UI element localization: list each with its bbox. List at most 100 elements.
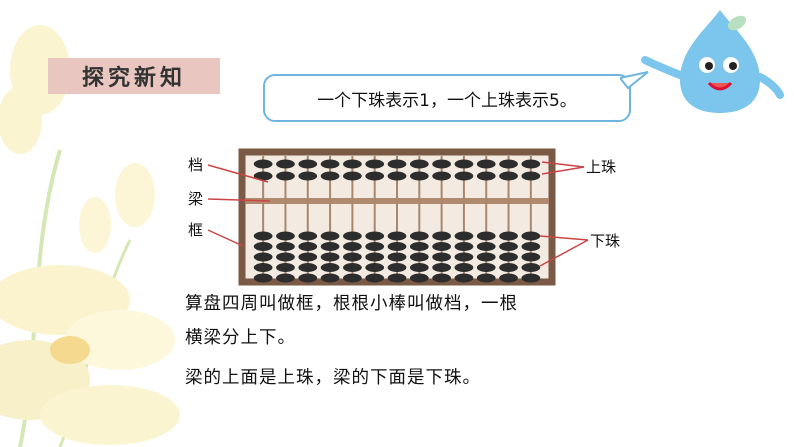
lower-bead [276, 231, 295, 241]
lower-bead [521, 273, 541, 283]
upper-bead [409, 171, 429, 181]
lower-bead [320, 273, 340, 283]
upper-bead [521, 159, 541, 169]
upper-bead [521, 171, 541, 181]
lower-bead [365, 242, 385, 251]
lower-bead [476, 273, 496, 283]
text-line-1: 算盘四周叫做框，根根小棒叫做档，一根 [185, 294, 518, 314]
lower-bead [343, 263, 362, 272]
upper-bead [499, 171, 518, 181]
lower-bead [476, 263, 496, 272]
upper-bead [343, 159, 362, 169]
lower-bead [343, 231, 362, 241]
speech-bubble-tail [620, 71, 649, 90]
lower-bead [253, 231, 273, 241]
lower-bead [454, 273, 474, 283]
lower-bead [432, 273, 451, 283]
lower-bead [387, 242, 407, 251]
lower-bead [521, 231, 541, 241]
pointer-upper-1 [541, 161, 585, 168]
lower-bead [343, 252, 362, 262]
upper-bead [320, 159, 340, 169]
lower-bead [387, 263, 407, 272]
text-line-3: 梁的上面是上珠，梁的下面是下珠。 [185, 368, 481, 388]
lower-bead [499, 231, 518, 241]
lower-bead [387, 273, 407, 283]
section-title: 探究新知 [81, 66, 186, 91]
lower-bead [253, 263, 273, 272]
lower-bead [454, 242, 474, 251]
lower-bead [365, 273, 385, 283]
upper-bead [409, 159, 429, 169]
upper-bead [476, 159, 496, 169]
lower-bead [320, 252, 340, 262]
upper-bead [387, 159, 407, 169]
label-lower-bead: 下珠 [590, 232, 620, 250]
lower-bead [276, 252, 295, 262]
pointer-lower-2 [539, 239, 589, 267]
upper-bead [343, 171, 362, 181]
lower-bead [521, 252, 541, 262]
lower-bead [320, 242, 340, 251]
lower-bead [409, 263, 429, 272]
lower-bead [298, 242, 318, 251]
upper-bead [276, 159, 295, 169]
lower-bead [432, 242, 451, 251]
lower-bead [387, 231, 407, 241]
upper-bead [476, 171, 496, 181]
lower-bead [365, 252, 385, 262]
upper-bead [276, 171, 295, 181]
lower-bead [432, 263, 451, 272]
upper-bead [298, 159, 318, 169]
label-upper-bead: 上珠 [586, 158, 616, 176]
lower-bead [499, 273, 518, 283]
text-line-2: 横梁分上下。 [185, 328, 296, 348]
water-drop-mascot-icon [641, 10, 784, 113]
upper-bead [365, 159, 385, 169]
lower-bead [409, 231, 429, 241]
lower-bead [454, 252, 474, 262]
section-title-box: 探究新知 [48, 58, 220, 94]
lower-bead [298, 252, 318, 262]
lower-bead [276, 273, 295, 283]
lower-bead [298, 231, 318, 241]
lower-bead [276, 242, 295, 251]
lower-bead [298, 263, 318, 272]
upper-bead [454, 159, 474, 169]
upper-bead [253, 171, 273, 181]
speech-bubble: 一个下珠表示1，一个上珠表示5。 [263, 74, 631, 122]
lower-bead [409, 242, 429, 251]
label-rod: 档 [188, 156, 203, 174]
lower-bead [320, 231, 340, 241]
lower-bead [476, 242, 496, 251]
lower-bead [276, 263, 295, 272]
upper-bead [320, 171, 340, 181]
lower-bead [454, 231, 474, 241]
lower-bead [320, 263, 340, 272]
lower-bead [409, 273, 429, 283]
lower-bead [499, 242, 518, 251]
upper-bead [298, 171, 318, 181]
label-frame: 框 [188, 221, 203, 239]
lower-bead [343, 242, 362, 251]
lower-bead [476, 252, 496, 262]
lower-bead [253, 273, 273, 283]
lower-bead [298, 273, 318, 283]
lower-bead [476, 231, 496, 241]
lower-bead [343, 273, 362, 283]
pointer-beam [207, 198, 271, 202]
lower-bead [365, 231, 385, 241]
lower-bead [499, 263, 518, 272]
lower-bead [387, 252, 407, 262]
lower-bead [432, 231, 451, 241]
pointer-upper-2 [541, 166, 585, 175]
upper-bead [387, 171, 407, 181]
upper-bead [454, 171, 474, 181]
upper-bead [499, 159, 518, 169]
upper-bead [432, 171, 451, 181]
label-beam: 梁 [188, 190, 203, 208]
upper-bead [253, 159, 273, 169]
lower-bead [365, 263, 385, 272]
lower-bead [432, 252, 451, 262]
pointer-frame [207, 229, 244, 247]
